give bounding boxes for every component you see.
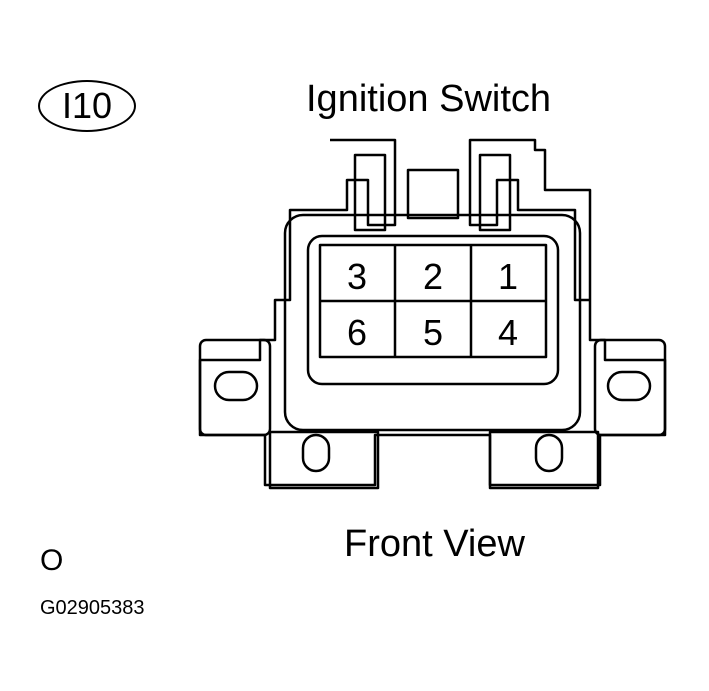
left-ear <box>198 338 272 437</box>
inner-housing <box>283 213 582 432</box>
left-foot-slot <box>301 433 331 473</box>
corner-letter: O <box>40 544 64 577</box>
right-foot-slot <box>534 433 564 473</box>
figure-code: G02905383 <box>40 597 145 619</box>
connector-id-oval <box>38 80 136 132</box>
right-ear-slot <box>606 370 652 402</box>
diagram-title: Ignition Switch <box>306 78 552 120</box>
pin-6: 6 <box>347 312 367 353</box>
left-latch <box>353 153 387 232</box>
left-foot <box>268 430 380 490</box>
pin-1: 1 <box>498 256 518 297</box>
left-ear-slot <box>213 370 259 402</box>
terminal-block-outer <box>306 234 560 386</box>
latch-window <box>406 168 460 220</box>
view-label: Front View <box>344 523 525 565</box>
right-foot <box>488 430 600 490</box>
pin-4: 4 <box>498 312 518 353</box>
pin-3: 3 <box>347 256 367 297</box>
right-ear <box>593 338 667 437</box>
pin-5: 5 <box>423 312 443 353</box>
pin-2: 2 <box>423 256 443 297</box>
housing-outline <box>198 138 667 487</box>
right-latch <box>478 153 512 232</box>
connector-id-label: I10 <box>61 85 113 126</box>
